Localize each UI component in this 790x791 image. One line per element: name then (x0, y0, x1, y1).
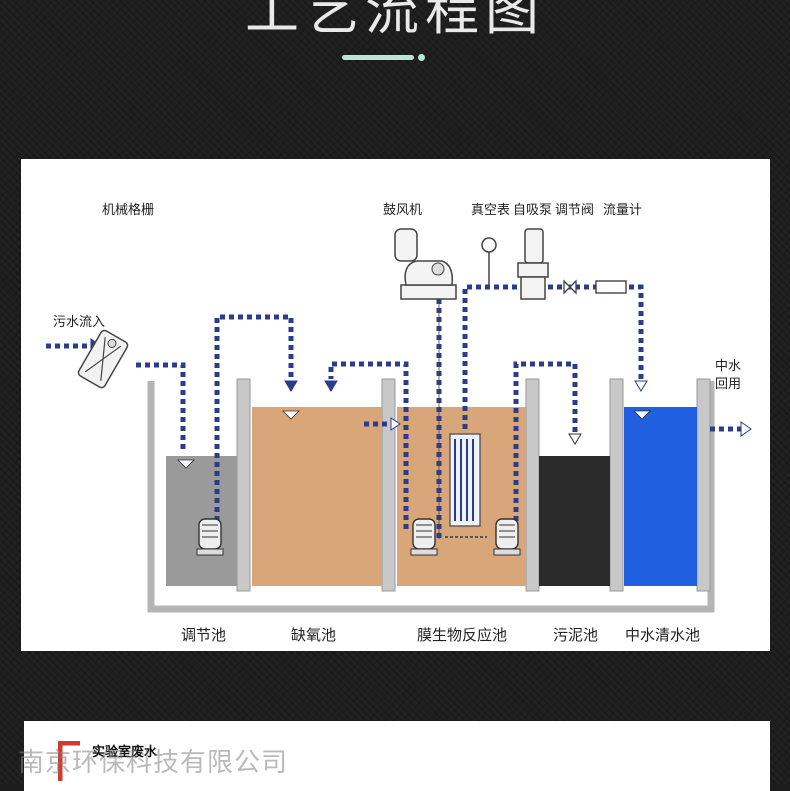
label-vacuum-gauge: 真空表 (471, 203, 511, 218)
tank-basin-wall (147, 381, 715, 613)
pipe-membrane-out (462, 284, 521, 429)
flow-meter (595, 280, 627, 294)
label-mechanical-screen: 机械格栅 (102, 203, 155, 218)
arrow-sludge (568, 433, 582, 445)
blower-machine (394, 228, 457, 300)
label-reuse-2: 回用 (715, 377, 742, 392)
arrow-effluent (634, 380, 648, 392)
control-valve (563, 279, 577, 295)
pipe-effluent (521, 284, 644, 379)
partition-wall-1 (236, 378, 251, 592)
vacuum-gauge (481, 237, 497, 287)
water-level-marker (633, 410, 651, 420)
label-regulating-tank: 调节池 (181, 626, 227, 644)
submersible-pump (493, 518, 521, 556)
label-control-valve: 调节阀 (555, 203, 595, 218)
clear-water-tank-water (624, 407, 697, 586)
anoxic-tank-water (252, 407, 382, 586)
label-mbr-tank: 膜生物反应池 (417, 626, 508, 644)
submersible-pump (410, 518, 438, 556)
pipe-lift-regulating (214, 314, 294, 539)
next-section-card (24, 721, 770, 791)
next-section-title: 实验室废水 (92, 745, 158, 760)
title-divider-dot (418, 54, 425, 61)
pipe-return-anoxic (328, 361, 409, 529)
arrow-mbr-inlet (390, 417, 401, 431)
mechanical-screen (77, 329, 129, 389)
submersible-pump (196, 518, 224, 556)
label-clear-water-tank: 中水清水池 (625, 626, 701, 644)
diagram-canvas (46, 228, 752, 613)
partition-wall-5 (696, 378, 711, 592)
arrow-reuse-out (740, 421, 752, 437)
process-flow-diagram: 机械格栅 鼓风机 真空表 自吸泵 调节阀 流量计 污水流入 中水 回用 调节池 … (21, 159, 770, 651)
membrane-module (445, 433, 487, 538)
corner-bracket-icon (58, 741, 80, 781)
label-blower: 鼓风机 (383, 203, 423, 218)
title-divider (342, 55, 414, 60)
sludge-tank-water (539, 456, 610, 586)
partition-wall-4 (609, 378, 624, 592)
water-level-marker (177, 459, 195, 469)
pipe-screen-to-tank (136, 362, 186, 449)
self-priming-pump (517, 228, 549, 300)
label-reuse-1: 中水 (715, 359, 742, 374)
company-watermark: 南京环保科技有限公司 (18, 748, 289, 778)
partition-wall-3 (525, 378, 540, 592)
label-suction-pump: 自吸泵 (513, 203, 553, 218)
partition-wall-2 (381, 378, 396, 592)
label-anoxic-tank: 缺氧池 (291, 626, 337, 644)
label-wastewater-inflow: 污水流入 (53, 315, 106, 330)
arrow-return (324, 380, 338, 392)
label-sludge-tank: 污泥池 (553, 626, 599, 644)
water-level-marker (282, 410, 300, 420)
label-flow-meter: 流量计 (603, 203, 643, 218)
page-title: 工艺流程图 (245, 0, 545, 42)
arrow-into-anoxic (284, 380, 298, 392)
